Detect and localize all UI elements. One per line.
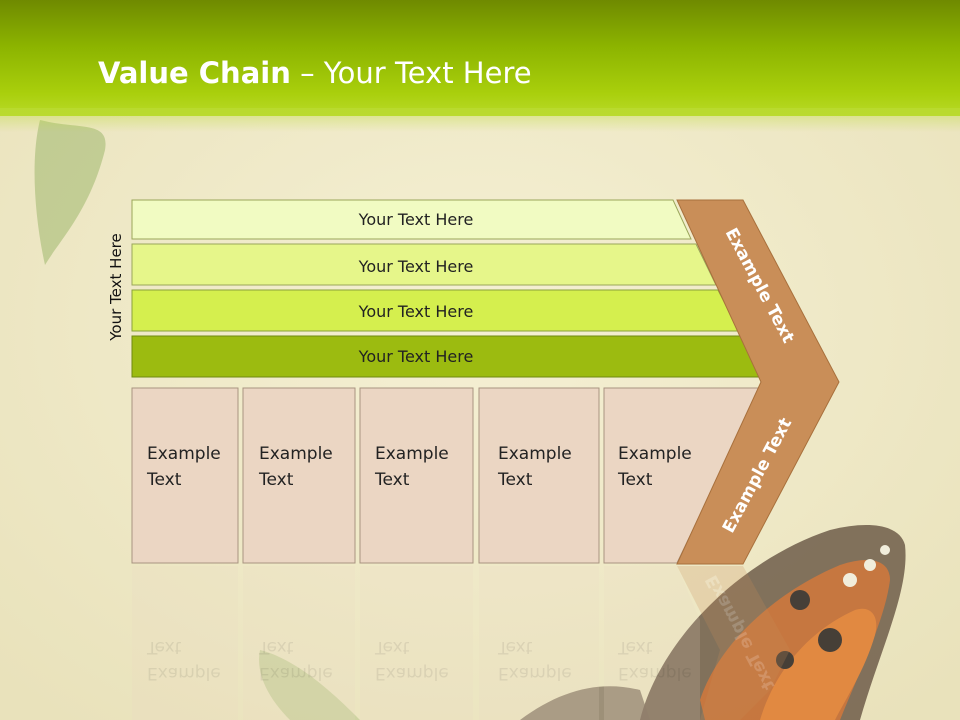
box-3-reflection-line2: Text [374, 637, 410, 657]
box-3-line2: Text [374, 470, 410, 490]
bar-1 [131, 199, 692, 240]
box-4-reflection-line2: Text [497, 637, 533, 657]
box-2-reflection-line1: Example [259, 663, 333, 683]
box-4 [478, 387, 600, 564]
box-2-reflection-line2: Text [258, 637, 294, 657]
title-rest: – Your Text Here [290, 56, 532, 90]
box-3 [359, 387, 474, 564]
leaf-decoration [34, 120, 106, 265]
box-4-reflection-line1: Example [498, 663, 572, 683]
box-1-line1: Example [147, 444, 221, 464]
box-5-reflection-line1: Example [618, 663, 692, 683]
chevron-arrow [676, 199, 840, 565]
box-5-line1: Example [618, 444, 692, 464]
box-5-line2: Text [617, 470, 653, 490]
box-1-line2: Text [146, 470, 182, 490]
box-3-line1: Example [375, 444, 449, 464]
box-1-reflection-line2: Text [146, 637, 182, 657]
box-2-line1: Example [259, 444, 333, 464]
box-1-reflection [132, 566, 238, 720]
header-fade [0, 108, 960, 132]
header-bar [0, 0, 960, 116]
bar-3-label: Your Text Here [358, 302, 474, 321]
box-5-reflection [604, 566, 700, 720]
butterfly-decoration [520, 525, 906, 720]
box-2-line2: Text [258, 470, 294, 490]
box-4-line2: Text [497, 470, 533, 490]
box-2-reflection [243, 566, 355, 720]
slide-title: Value Chain – Your Text Here [98, 54, 532, 92]
title-bold: Value Chain [98, 56, 291, 90]
bar-2-label: Your Text Here [358, 257, 474, 276]
box-5-reflection-line2: Text [617, 637, 653, 657]
bar-4-label: Your Text Here [358, 347, 474, 366]
box-3-reflection-line1: Example [375, 663, 449, 683]
box-4-line1: Example [498, 444, 572, 464]
box-4-reflection [479, 566, 599, 720]
box-1 [131, 387, 239, 564]
bar-1-label: Your Text Here [358, 210, 474, 229]
box-3-reflection [360, 566, 473, 720]
box-2 [242, 387, 356, 564]
box-1-reflection-line1: Example [147, 663, 221, 683]
